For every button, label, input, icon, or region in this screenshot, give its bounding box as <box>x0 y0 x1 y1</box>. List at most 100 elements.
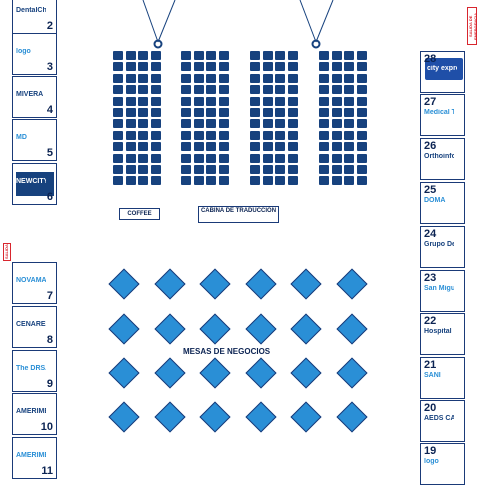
booth-logo: SANI <box>424 372 441 379</box>
booth-number: 9 <box>46 378 53 390</box>
seat <box>356 96 367 106</box>
seat <box>218 85 229 95</box>
booth-logo: city express <box>427 65 457 72</box>
booth-number: 27 <box>424 96 437 108</box>
seat <box>344 130 354 140</box>
seat <box>138 130 148 140</box>
seat <box>275 142 285 152</box>
seat <box>331 142 342 152</box>
booth-10: AMERIMED10 <box>12 393 57 435</box>
seat <box>344 96 354 106</box>
business-table <box>336 401 368 433</box>
booth-logo: logo <box>16 48 31 55</box>
booth-logo: The DRS. <box>16 365 46 372</box>
seat <box>356 165 367 174</box>
seat <box>150 130 161 140</box>
seat <box>319 142 329 152</box>
seat <box>262 153 273 163</box>
seat <box>181 108 191 117</box>
seat <box>287 119 298 129</box>
mesas-label: MESAS DE NEGOCIOS <box>183 347 271 356</box>
booth-logo: San Miguel <box>424 285 454 292</box>
business-table <box>108 268 140 300</box>
booth-logo: MIVERA <box>16 91 44 98</box>
seat <box>356 73 367 83</box>
table-top <box>154 401 186 433</box>
seat <box>262 51 273 60</box>
seat <box>356 108 367 117</box>
booth-27: Medical Tourism27 <box>420 94 465 136</box>
business-table <box>154 268 186 300</box>
seat <box>125 142 136 152</box>
seat <box>150 62 161 72</box>
booth-logo: Medical Tourism <box>424 109 454 116</box>
booth-number: 6 <box>46 191 53 203</box>
seat <box>275 62 285 72</box>
table-top <box>199 268 231 300</box>
seat <box>181 142 191 152</box>
seat <box>150 96 161 106</box>
seat <box>218 108 229 117</box>
seat <box>356 176 367 186</box>
seat <box>319 96 329 106</box>
table-top <box>108 268 140 300</box>
seat <box>181 62 191 72</box>
coffee-label: COFFEE <box>119 208 160 220</box>
seat <box>275 73 285 83</box>
salida-emergencia-right: SALIDA DE EMERGENCIA <box>467 7 478 45</box>
seat <box>113 73 123 83</box>
seat <box>206 130 216 140</box>
business-table <box>108 313 140 345</box>
business-table <box>290 401 322 433</box>
seat <box>193 85 204 95</box>
seat <box>113 130 123 140</box>
business-table <box>199 268 231 300</box>
booth-7: NOVAMAR7 <box>12 262 57 304</box>
seat <box>331 73 342 83</box>
table-top <box>245 357 277 389</box>
booth-number: 28 <box>424 53 437 65</box>
table-top <box>108 313 140 345</box>
booth-number: 7 <box>46 290 53 302</box>
salida-left: SALIDA <box>3 243 11 261</box>
seat <box>356 51 367 60</box>
table-top <box>336 268 368 300</box>
seat <box>150 153 161 163</box>
stage-lines <box>142 0 334 49</box>
booth-number: 4 <box>46 104 53 116</box>
seat <box>206 153 216 163</box>
seat <box>319 176 329 186</box>
seat <box>250 73 260 83</box>
booth-24: Grupo Dental24 <box>420 226 465 268</box>
business-table <box>199 313 231 345</box>
table-top <box>290 268 322 300</box>
business-table <box>336 268 368 300</box>
business-table <box>245 313 277 345</box>
seat <box>138 73 148 83</box>
seat <box>193 62 204 72</box>
seat <box>287 153 298 163</box>
seat <box>125 73 136 83</box>
seat <box>331 85 342 95</box>
business-table <box>154 401 186 433</box>
booth-number: 11 <box>41 465 53 477</box>
business-table <box>290 357 322 389</box>
seat <box>193 142 204 152</box>
seat <box>344 142 354 152</box>
seat <box>138 119 148 129</box>
seat <box>250 153 260 163</box>
seat <box>138 153 148 163</box>
booth-11: AMERIMED11 <box>12 437 57 479</box>
seat <box>344 85 354 95</box>
booth-28: city express28 <box>420 51 465 93</box>
booth-logo: AEDS CARE <box>424 415 454 422</box>
seat <box>275 119 285 129</box>
booth-number: 5 <box>46 147 53 159</box>
seat <box>344 176 354 186</box>
table-top <box>199 313 231 345</box>
seat <box>206 119 216 129</box>
booth-number: 3 <box>46 61 53 73</box>
seat <box>193 165 204 174</box>
